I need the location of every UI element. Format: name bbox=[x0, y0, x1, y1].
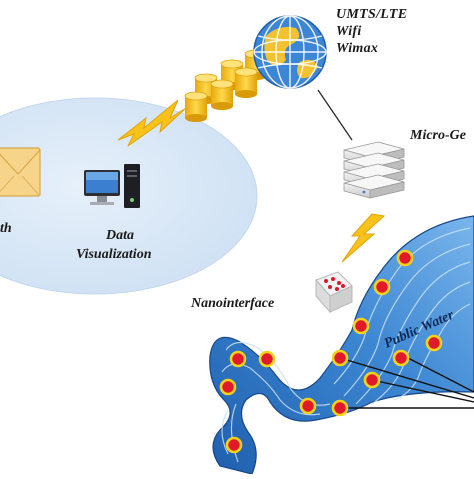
micro-gateway-label: Micro-Ge bbox=[410, 128, 466, 143]
data-visualization-label-line1: Data bbox=[106, 228, 134, 243]
database-cylinder bbox=[184, 91, 208, 122]
envelope-icon bbox=[0, 147, 41, 197]
database-cylinder bbox=[234, 67, 258, 98]
server-unit bbox=[343, 174, 405, 199]
sensor-node-icon bbox=[425, 334, 443, 352]
sensor-node-icon bbox=[396, 249, 414, 267]
nanointerface-chip-icon bbox=[315, 271, 353, 314]
sensor-node-icon bbox=[219, 378, 237, 396]
server-rack-icon bbox=[343, 141, 405, 199]
network-label-wimax: Wimax bbox=[336, 41, 379, 56]
email-label-fragment: th bbox=[0, 221, 12, 236]
database-stack-icon bbox=[184, 49, 268, 122]
sensor-node-icon bbox=[299, 397, 317, 415]
network-label-umts: UMTS/LTE bbox=[336, 7, 408, 22]
sensor-node-icon bbox=[352, 317, 370, 335]
sensor-node-icon bbox=[392, 349, 410, 367]
globe-icon bbox=[253, 15, 327, 89]
sensor-node-icon bbox=[225, 436, 243, 454]
link-line bbox=[317, 89, 353, 141]
sensor-node-icon bbox=[331, 349, 349, 367]
sensor-node-icon bbox=[363, 371, 381, 389]
sensor-link-lines bbox=[339, 357, 474, 409]
sensor-node-icon bbox=[331, 399, 349, 417]
data-visualization-label-line2: Visualization bbox=[76, 247, 152, 262]
desktop-computer-icon bbox=[84, 164, 140, 208]
sensor-node-icon bbox=[373, 278, 391, 296]
network-label-wifi: Wifi bbox=[336, 24, 362, 39]
lightning-bolt-icon bbox=[341, 213, 386, 263]
nanointerface-label: Nanointerface bbox=[191, 296, 275, 311]
database-cylinder bbox=[210, 79, 234, 110]
sensor-node-icon bbox=[229, 350, 247, 368]
sensor-node-icon bbox=[258, 350, 276, 368]
sensor-nodes bbox=[219, 249, 443, 454]
